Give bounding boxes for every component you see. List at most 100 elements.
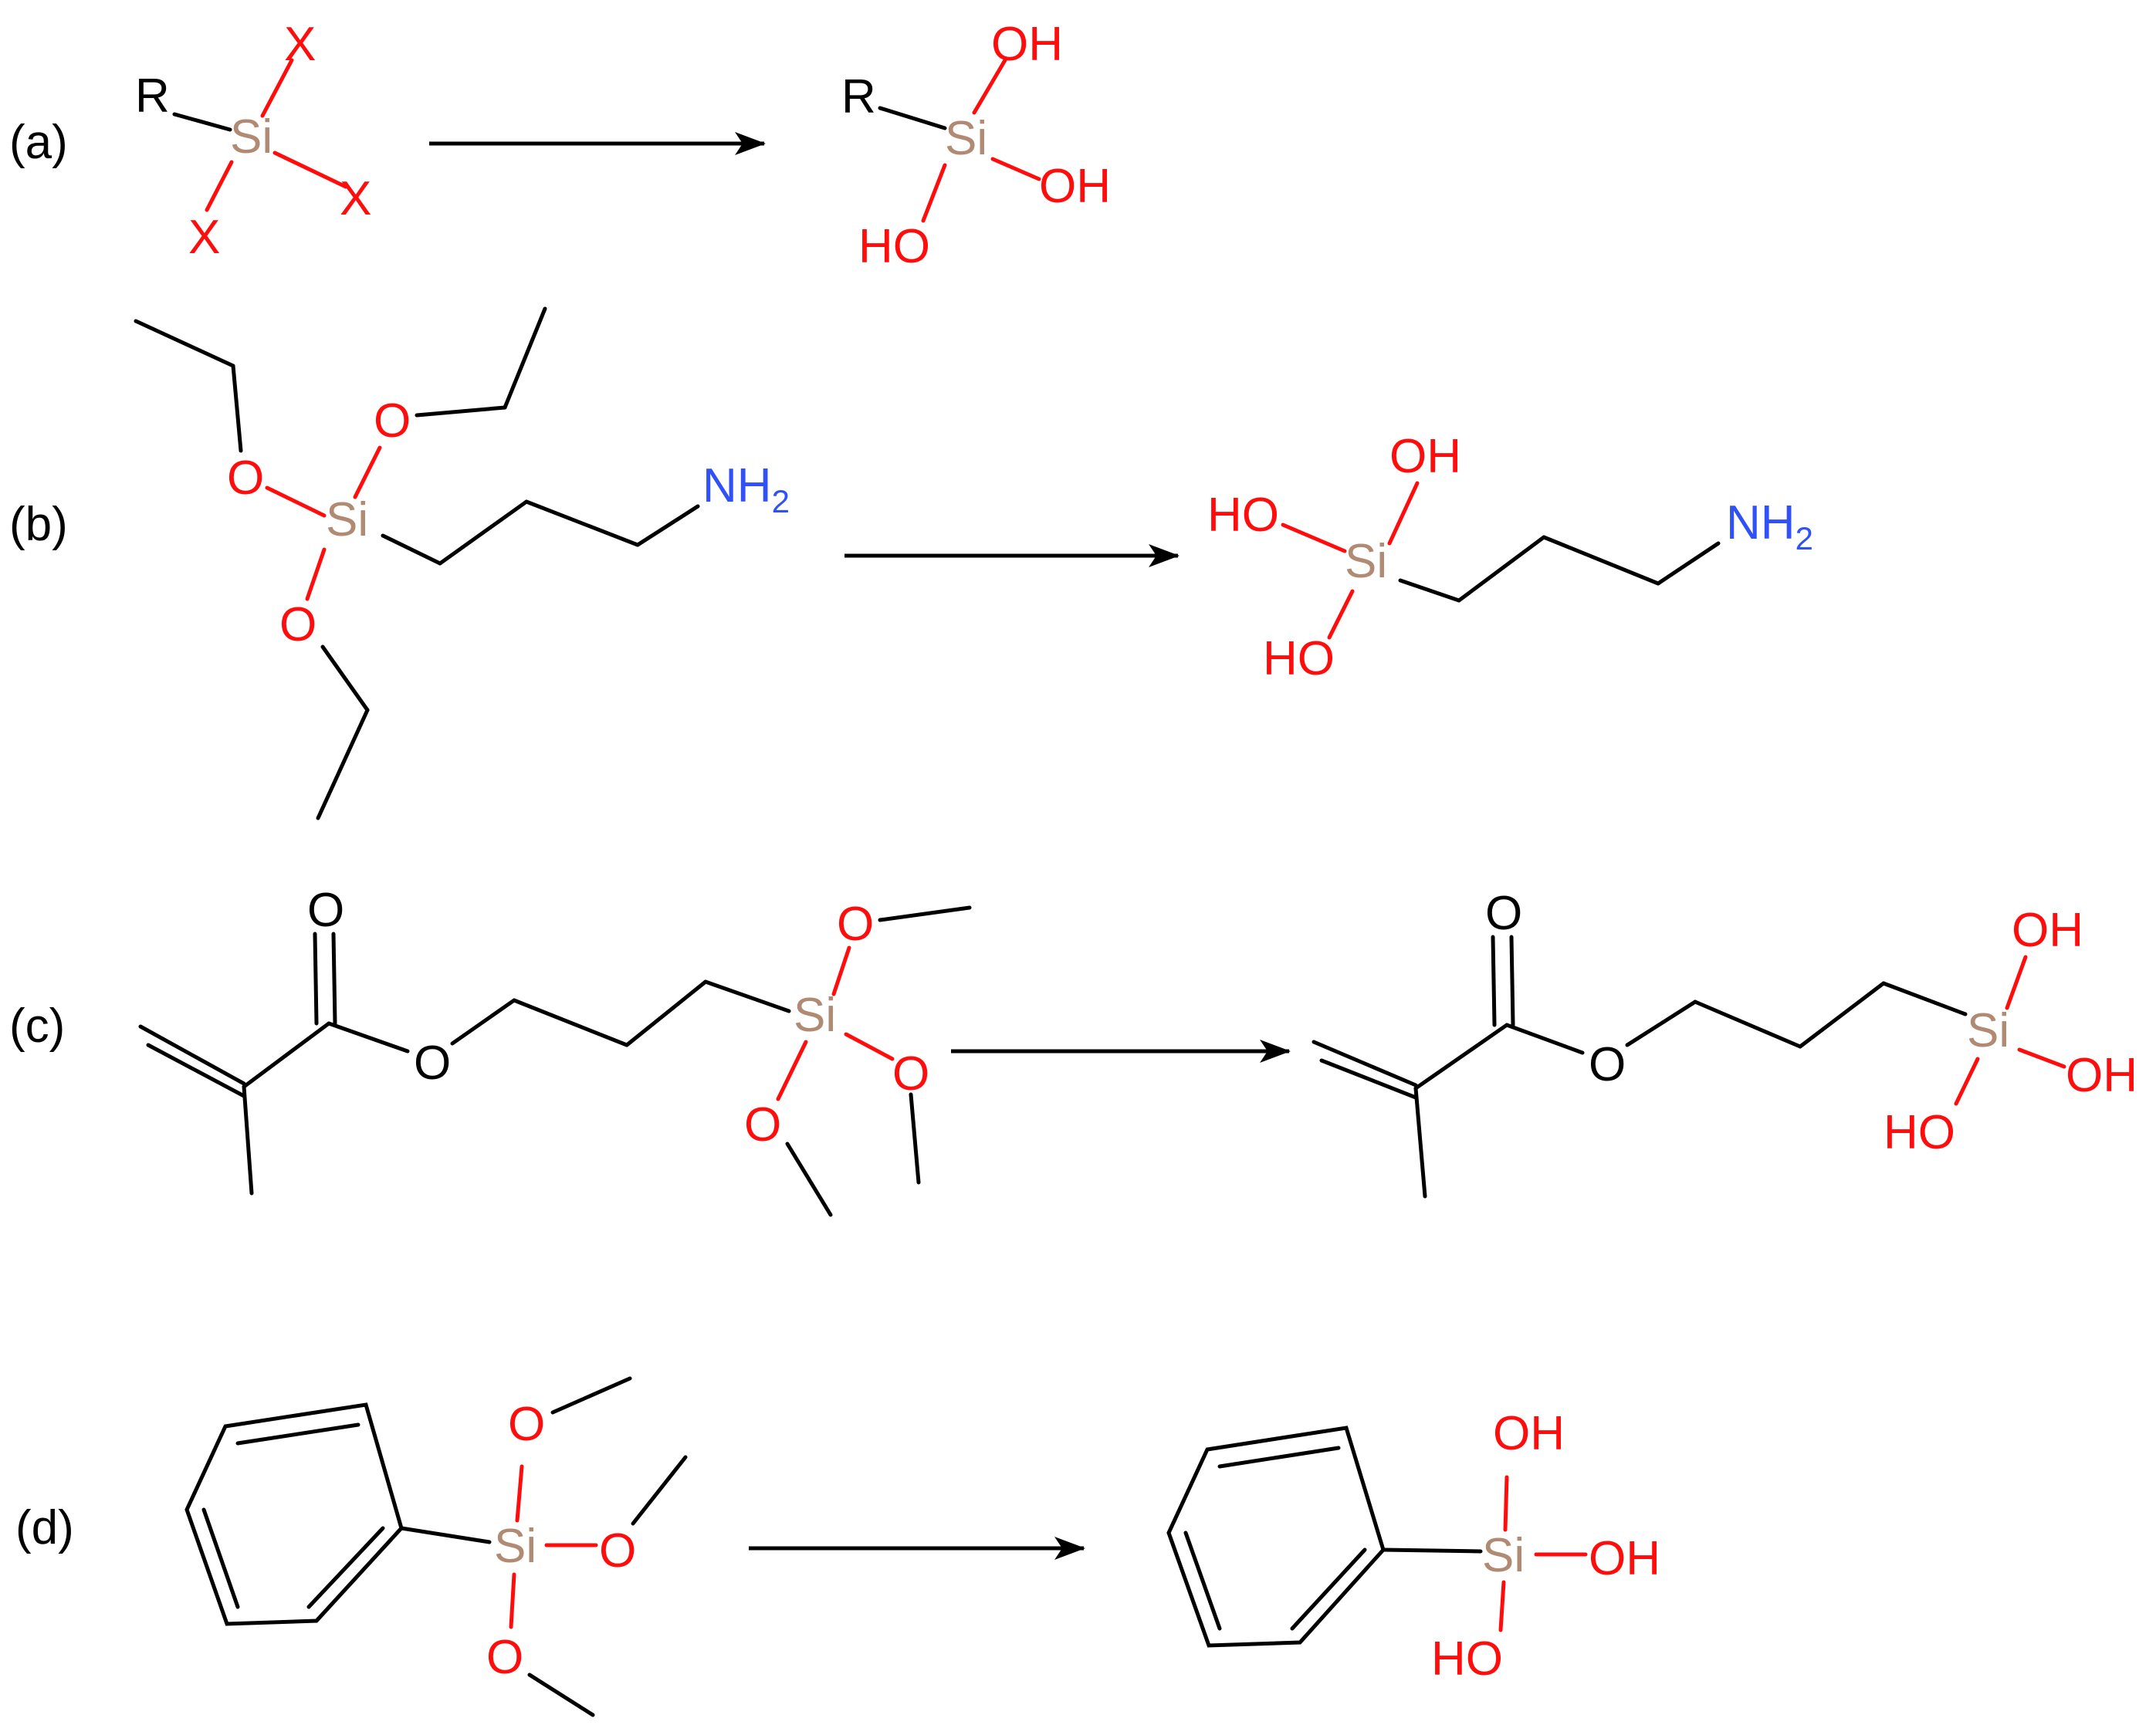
- bond-ethyl1-a: [134, 319, 235, 368]
- silicon-atom: Si: [1345, 535, 1387, 588]
- panel-a: (a) R Si X X X R Si OH OH HO: [9, 18, 1111, 273]
- bond-c1-c2: [1457, 535, 1546, 603]
- oxygen-1: O: [837, 898, 874, 951]
- bond-c-oester: [1504, 1023, 1585, 1055]
- reactant-d: Si O O O: [184, 1376, 688, 1717]
- hydroxyl-right: OH: [1039, 160, 1111, 213]
- bond-c2-c3: [1542, 535, 1660, 586]
- bond-ch2-c-double: [1319, 1058, 1418, 1100]
- bond-c1-c2: [1693, 999, 1802, 1049]
- oxygen-3: O: [744, 1098, 781, 1152]
- reactant-b: O O Si O NH2: [134, 306, 790, 820]
- bond-si-oh-top: [1503, 1475, 1509, 1532]
- bond-c3-si: [1881, 981, 1968, 1016]
- bond-o3-methyl: [785, 1142, 833, 1217]
- phenyl-ring: [1166, 1426, 1386, 1648]
- bond-ethyl2-b: [415, 405, 507, 418]
- silicon-atom: Si: [494, 1520, 536, 1573]
- bond-oester-c1: [450, 998, 516, 1046]
- bond-r-si: [172, 112, 232, 132]
- oxygen-2: O: [374, 394, 411, 448]
- bond-si-oh-bottom: [1954, 1057, 1980, 1106]
- bond-c-methyl: [1413, 1086, 1427, 1199]
- product-a: R Si OH OH HO: [841, 18, 1111, 273]
- bond-c3-si: [703, 979, 791, 1013]
- oxygen-2: O: [599, 1524, 636, 1578]
- bond-r-si: [878, 106, 947, 130]
- silicon-atom: Si: [794, 989, 836, 1042]
- bond-o2-si: [353, 445, 382, 499]
- bond-c1-c2: [512, 998, 629, 1047]
- hydroxyl-left: HO: [1207, 489, 1279, 542]
- product-b: OH HO Si HO NH2: [1207, 430, 1813, 685]
- product-c: O O Si OH OH HO: [1312, 887, 2137, 1199]
- ester-oxygen: O: [414, 1037, 451, 1090]
- bond-o2-methyl: [631, 1455, 688, 1526]
- bond-si-o2: [844, 1032, 895, 1061]
- bond-oester-c1: [1625, 999, 1697, 1047]
- product-d: Si OH OH HO: [1166, 1407, 1660, 1686]
- phenyl-ring: [184, 1402, 404, 1626]
- oxygen-1: O: [508, 1398, 545, 1451]
- bond-o2-methyl: [909, 1092, 921, 1185]
- amine-group: NH2: [702, 459, 790, 519]
- bond-c2-c3: [624, 979, 708, 1047]
- silicon-atom: Si: [1967, 1004, 2009, 1057]
- hydroxyl-bottom: HO: [1431, 1632, 1503, 1686]
- bond-si-x-bottom: [205, 160, 234, 212]
- bond-c-oester: [327, 1021, 410, 1054]
- bond-si-o3: [509, 1572, 516, 1629]
- bond-si-oh-right: [990, 157, 1041, 181]
- r-group: R: [841, 70, 876, 123]
- hydroxyl-bottom: HO: [1884, 1106, 1955, 1159]
- oxygen-1: O: [227, 452, 264, 505]
- halide-x-top: X: [284, 18, 316, 71]
- bond-si-oh-left: [1281, 523, 1347, 553]
- hydroxyl-top: OH: [1389, 430, 1461, 483]
- oxygen-2: O: [892, 1047, 929, 1101]
- carbonyl-oxygen: O: [1485, 887, 1522, 940]
- hydroxyl-bottom: HO: [1263, 632, 1335, 685]
- bond-si-c1: [381, 533, 442, 566]
- hydroxyl-top: OH: [2012, 904, 2083, 957]
- reactant-c: O O Si O O O: [138, 884, 972, 1217]
- ester-oxygen: O: [1589, 1038, 1626, 1091]
- bond-o3-methyl: [527, 1673, 595, 1717]
- panel-d: (d) Si O O O: [15, 1376, 1660, 1717]
- oxygen-3: O: [279, 598, 316, 651]
- bond-c1-c2: [438, 499, 529, 566]
- panel-label-c: (c): [9, 999, 65, 1053]
- bond-ethyl2-a: [503, 306, 547, 410]
- bond-si-oh-top: [1387, 481, 1420, 546]
- reactant-a: R Si X X X: [135, 18, 371, 264]
- panel-label-b: (b): [9, 498, 68, 551]
- bond-c2-c3: [524, 499, 640, 547]
- bond-ethyl1-b: [231, 364, 243, 453]
- hydroxyl-top: OH: [1493, 1407, 1565, 1460]
- panel-c: (c) O O Si O O O: [9, 884, 2137, 1217]
- bond-co-b: [1509, 935, 1515, 1027]
- bond-si-x-top: [260, 58, 294, 118]
- bond-si-x-right: [272, 151, 348, 189]
- amine-group: NH2: [1726, 496, 1813, 556]
- bond-ch2-c: [1312, 1040, 1418, 1087]
- bond-si-oh-bottom: [921, 163, 947, 223]
- carbonyl-oxygen: O: [307, 884, 344, 937]
- bond-c3-n: [635, 504, 700, 547]
- bond-si-oh-right: [2017, 1047, 2066, 1069]
- bond-co-a: [1491, 935, 1497, 1027]
- bond-c3-n: [1656, 541, 1721, 586]
- bond-si-oh-top: [972, 58, 1007, 115]
- silicon-atom: Si: [1482, 1529, 1525, 1582]
- bond-si-c1: [1398, 578, 1461, 603]
- halide-x-bottom: X: [188, 211, 220, 264]
- silicon-atom: Si: [230, 110, 272, 164]
- bond-si-o3: [776, 1040, 808, 1101]
- panel-label-a: (a): [9, 116, 68, 169]
- bond-o1-methyl: [550, 1376, 632, 1415]
- bond-co-a: [313, 932, 319, 1026]
- panel-label-d: (d): [15, 1501, 74, 1554]
- bond-si-o1: [515, 1464, 524, 1523]
- bond-si-o3: [305, 547, 327, 601]
